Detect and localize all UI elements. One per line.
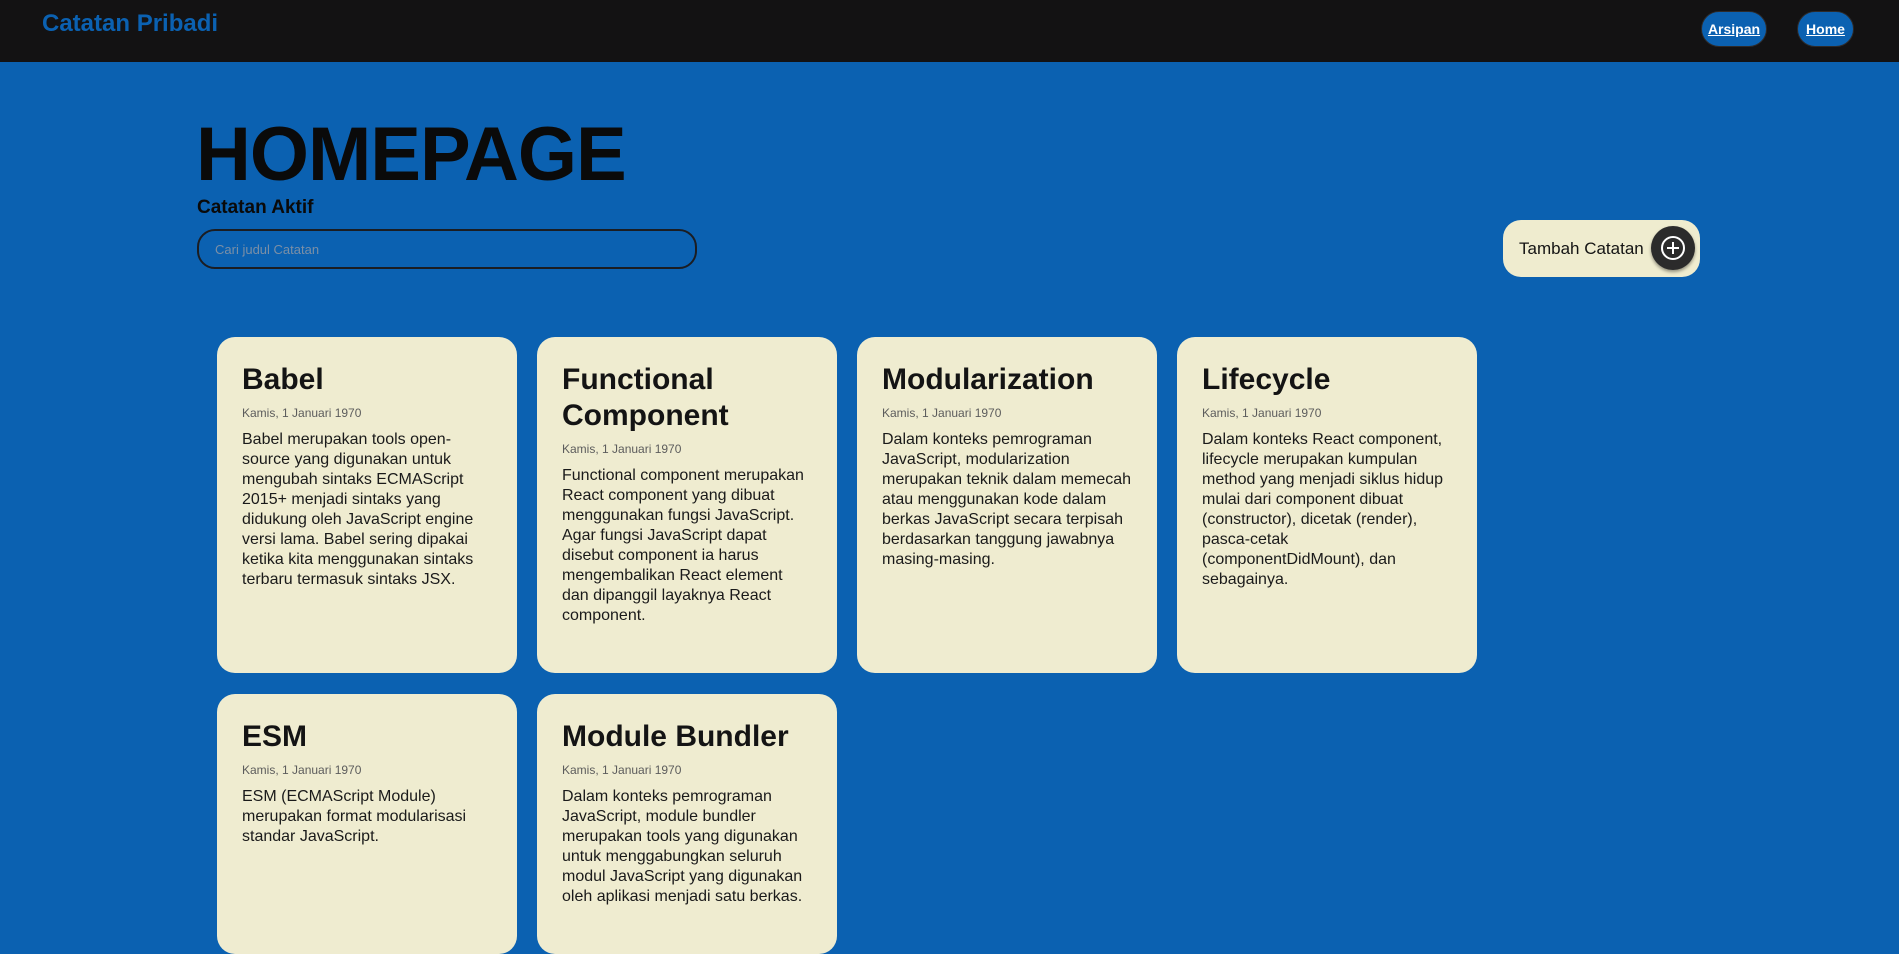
add-note-button[interactable]: Tambah Catatan bbox=[1503, 220, 1700, 277]
note-card[interactable]: Module Bundler Kamis, 1 Januari 1970 Dal… bbox=[537, 694, 837, 954]
page-title: HOMEPAGE bbox=[196, 112, 627, 197]
note-date: Kamis, 1 Januari 1970 bbox=[562, 442, 682, 456]
note-date: Kamis, 1 Januari 1970 bbox=[562, 763, 682, 777]
note-title: Lifecycle bbox=[1202, 363, 1331, 396]
brand-logo[interactable]: Catatan Pribadi bbox=[42, 10, 219, 37]
add-note-label: Tambah Catatan bbox=[1519, 238, 1644, 258]
note-date: Kamis, 1 Januari 1970 bbox=[1202, 406, 1322, 420]
section-title: Catatan Aktif bbox=[197, 197, 314, 218]
note-date: Kamis, 1 Januari 1970 bbox=[882, 406, 1002, 420]
plus-circle-icon[interactable] bbox=[1651, 226, 1695, 270]
note-date: Kamis, 1 Januari 1970 bbox=[242, 763, 362, 777]
search-input[interactable] bbox=[197, 229, 697, 269]
note-title: Functional Component bbox=[562, 363, 729, 432]
note-body: Dalam konteks pemrograman JavaScript, mo… bbox=[882, 431, 1132, 568]
note-card[interactable]: ESM Kamis, 1 Januari 1970 ESM (ECMAScrip… bbox=[217, 694, 517, 954]
note-card[interactable]: Modularization Kamis, 1 Januari 1970 Dal… bbox=[857, 337, 1157, 673]
note-body: ESM (ECMAScript Module) merupakan format… bbox=[242, 788, 467, 845]
top-navigation-bar: Catatan Pribadi Arsipan Home bbox=[0, 0, 1899, 62]
note-body: Dalam konteks React component, lifecycle… bbox=[1202, 431, 1444, 588]
note-body: Dalam konteks pemrograman JavaScript, mo… bbox=[562, 788, 803, 905]
note-title: Module Bundler bbox=[562, 720, 789, 753]
note-card[interactable]: Lifecycle Kamis, 1 Januari 1970 Dalam ko… bbox=[1177, 337, 1477, 673]
note-body: Functional component merupakan React com… bbox=[562, 467, 804, 624]
note-card[interactable]: Babel Kamis, 1 Januari 1970 Babel merupa… bbox=[217, 337, 517, 673]
note-title: Modularization bbox=[882, 363, 1094, 396]
nav-archive-button[interactable]: Arsipan bbox=[1701, 11, 1767, 47]
note-card[interactable]: Functional Component Kamis, 1 Januari 19… bbox=[537, 337, 837, 673]
nav-home-button[interactable]: Home bbox=[1797, 11, 1854, 47]
note-body: Babel merupakan tools open-source yang d… bbox=[242, 431, 474, 588]
note-title: ESM bbox=[242, 720, 308, 753]
note-date: Kamis, 1 Januari 1970 bbox=[242, 406, 362, 420]
note-title: Babel bbox=[242, 363, 324, 396]
